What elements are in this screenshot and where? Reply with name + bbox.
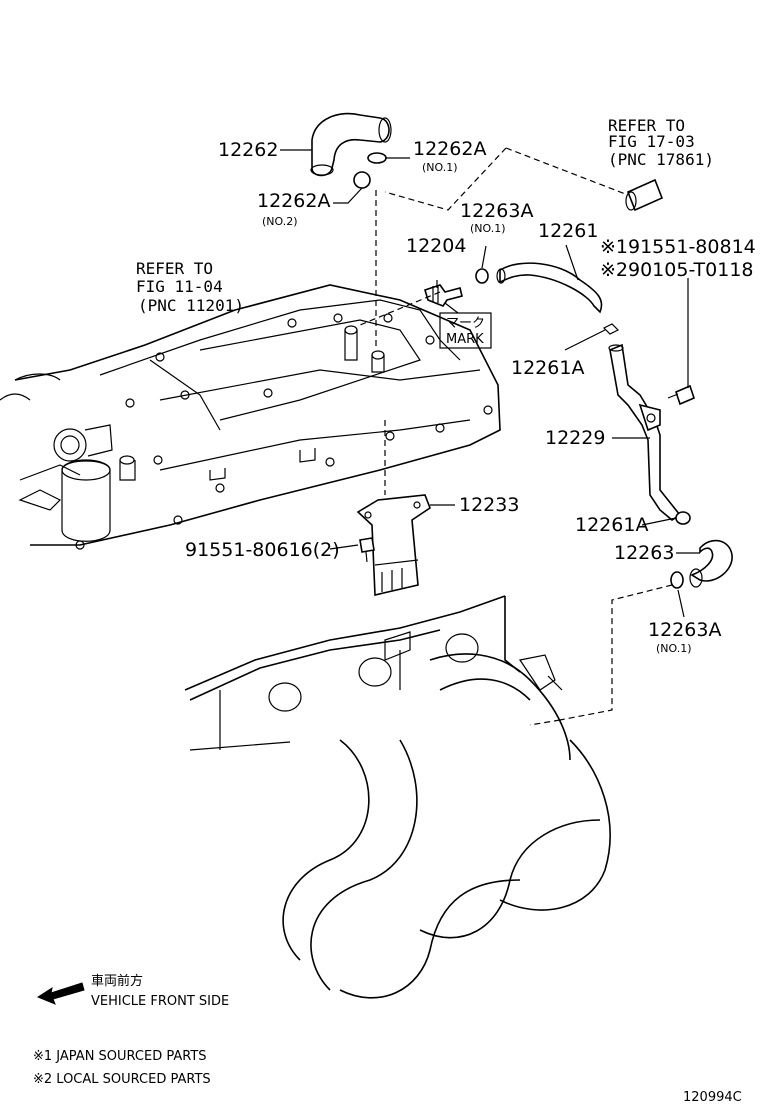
pipe-12229 (608, 343, 682, 521)
label-12263A-top-sub: (NO.1) (470, 222, 506, 235)
label-12262A-no2: 12262A (257, 190, 330, 212)
label-12261A-bottom: 12261A (575, 514, 648, 536)
ref-fig11-line2: FIG 11-04 (136, 277, 223, 296)
label-91551-80814: ※191551-80814 (600, 236, 756, 258)
legend: 車両前方 VEHICLE FRONT SIDE ※1 JAPAN SOURCED… (33, 973, 742, 1105)
note-japan-sourced: ※1 JAPAN SOURCED PARTS (33, 1049, 207, 1064)
hose-12263 (689, 539, 733, 588)
label-12233: 12233 (459, 494, 519, 516)
intake-manifold (184, 595, 611, 999)
label-90105-T0118: ※290105-T0118 (600, 259, 754, 281)
cylinder-head-cover (0, 284, 501, 550)
clip-12261A-lower (675, 511, 691, 525)
ref-fig11-line1: REFER TO (136, 259, 213, 278)
mark-en: MARK (446, 332, 484, 347)
arrow-left-icon (36, 982, 85, 1005)
label-12262A-no1: 12262A (413, 138, 486, 160)
hose-fig17 (625, 178, 664, 212)
leader-lines (280, 149, 700, 618)
ref-fig17-line1: REFER TO (608, 116, 685, 135)
bolt-90105 (667, 384, 695, 406)
clip-12263A-top (475, 268, 489, 284)
label-12204: 12204 (406, 235, 466, 257)
note-local-sourced: ※2 LOCAL SOURCED PARTS (33, 1072, 211, 1087)
label-12262A-no1-sub: (NO.1) (422, 161, 458, 174)
label-12262A-no2-sub: (NO.2) (262, 215, 298, 228)
label-91551-80616: 91551-80616(2) (185, 539, 340, 561)
bolt-91551-80616 (359, 537, 375, 563)
front-side-jp: 車両前方 (91, 973, 143, 989)
mark-jp: マーク (446, 316, 485, 331)
part-labels: 12262 12262A (NO.1) 12262A (NO.2) REFER … (136, 116, 756, 655)
label-12229: 12229 (545, 427, 605, 449)
clip-12263A-bottom (670, 571, 684, 589)
label-12263: 12263 (614, 542, 674, 564)
dashed-lines (359, 147, 673, 726)
ref-fig11-line3: (PNC 11201) (138, 296, 244, 315)
ref-fig17-line3: (PNC 17861) (608, 150, 714, 169)
clip-12262A-no1 (367, 152, 387, 164)
front-side-en: VEHICLE FRONT SIDE (91, 994, 229, 1009)
label-12261: 12261 (538, 220, 598, 242)
label-12262: 12262 (218, 139, 278, 161)
label-12261A-top: 12261A (511, 357, 584, 379)
label-12263A-bottom: 12263A (648, 619, 721, 641)
figure-id: 120994C (683, 1090, 742, 1105)
clip-12261A-upper (602, 323, 620, 335)
ref-fig17-line2: FIG 17-03 (608, 132, 695, 151)
mark-box (439, 312, 492, 349)
label-12263A-bottom-sub: (NO.1) (656, 642, 692, 655)
label-12263A-top: 12263A (460, 200, 533, 222)
hose-12261 (496, 262, 603, 314)
pcv-valve-12204 (424, 284, 463, 307)
clip-12262A-no2 (353, 171, 371, 189)
hose-12262 (310, 112, 392, 177)
